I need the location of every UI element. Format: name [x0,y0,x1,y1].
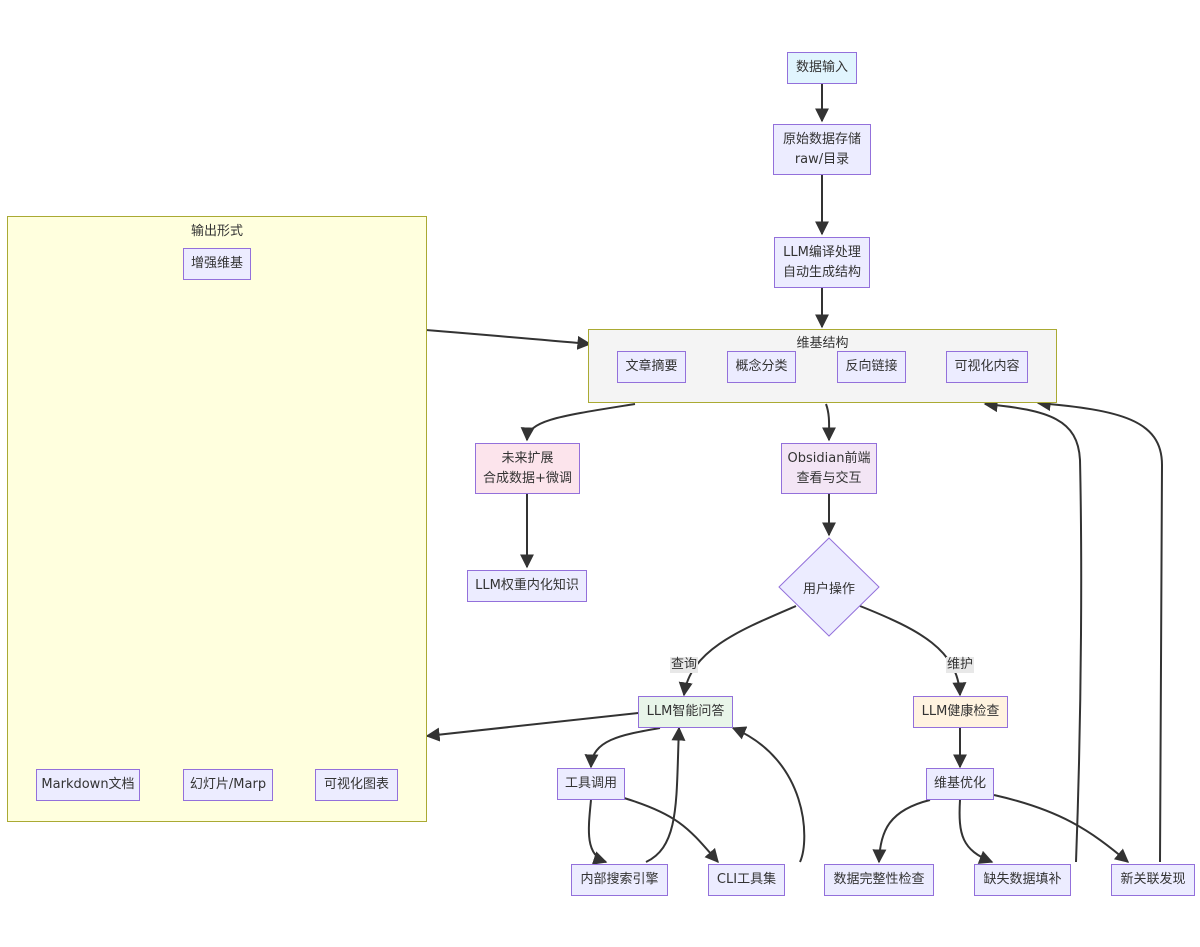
output-group-title: 输出形式 [190,224,243,239]
node-wiki-optimize[interactable]: 维基优化 [926,768,994,800]
node-summary[interactable]: 文章摘要 [617,351,686,383]
user-operation-label: 用户操作 [802,582,855,597]
node-enhanced-wiki[interactable]: 增强维基 [183,248,251,280]
edge-wiki-future [520,403,636,442]
node-tool-call[interactable]: 工具调用 [557,768,625,800]
edge-useroperation-qa [678,605,797,697]
edge-qa-tools [584,727,661,769]
edge-optimize-newlink [993,794,1130,863]
edge-cli-qa [731,726,806,863]
node-llm-weights[interactable]: LLM权重内化知识 [467,570,587,602]
edge-useroperation-health [859,605,967,697]
edge-optimize-fill [958,799,994,864]
node-future[interactable]: 未来扩展 合成数据+微调 [475,443,580,494]
edge-label-maintain: 维护 [946,657,975,673]
node-visual-charts[interactable]: 可视化图表 [315,769,398,801]
edge-label-query: 查询 [670,657,699,673]
node-backlink[interactable]: 反向链接 [837,351,906,383]
node-user-operation[interactable] [778,537,880,637]
node-slides-marp[interactable]: 幻灯片/Marp [183,769,273,801]
node-visual-content[interactable]: 可视化内容 [946,351,1028,383]
node-concept[interactable]: 概念分类 [727,351,796,383]
edge-qa-output [425,712,639,742]
node-internal-search[interactable]: 内部搜索引擎 [571,864,668,896]
node-markdown-doc[interactable]: Markdown文档 [36,769,140,801]
edge-optimize-integrity [872,799,931,864]
node-llm-qa[interactable]: LLM智能问答 [638,696,733,728]
edge-fill-wiki [983,398,1083,863]
edge-wiki-obsidian [822,403,837,442]
node-integrity-check[interactable]: 数据完整性检查 [824,864,934,896]
node-llm-health[interactable]: LLM健康检查 [913,696,1008,728]
node-new-links[interactable]: 新关联发现 [1111,864,1195,896]
node-obsidian[interactable]: Obsidian前端 查看与交互 [781,443,877,494]
node-llm-compile[interactable]: LLM编译处理 自动生成结构 [774,237,870,288]
node-cli-tools[interactable]: CLI工具集 [708,864,785,896]
edge-newlink-wiki [1036,397,1164,863]
wiki-group-title: 维基结构 [796,336,849,351]
edge-tools-cli [623,797,719,864]
node-raw-storage[interactable]: 原始数据存储 raw/目录 [773,124,871,175]
edge-search-qa [645,726,686,863]
node-data-input[interactable]: 数据输入 [787,52,857,84]
edge-tools-search [587,799,608,865]
output-group: 输出形式 [7,216,427,822]
node-fill-missing[interactable]: 缺失数据填补 [974,864,1071,896]
